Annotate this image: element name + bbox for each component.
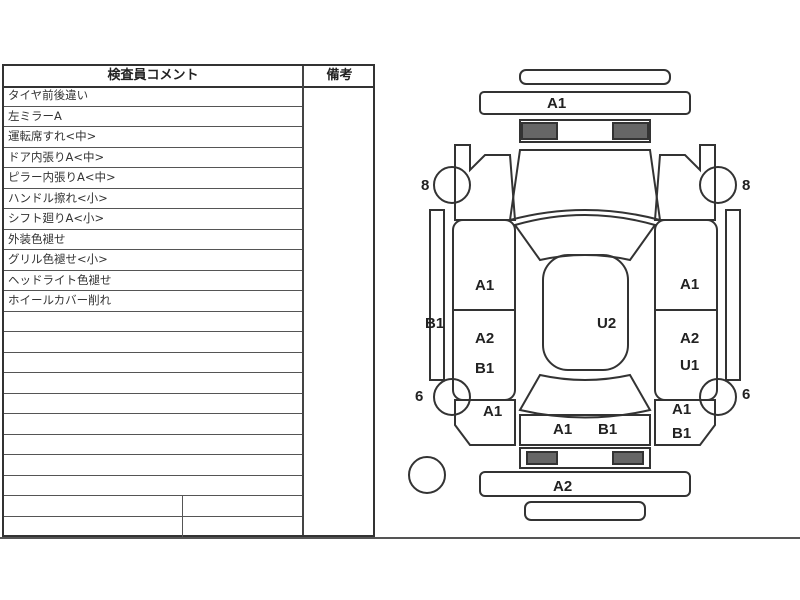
right-taillight [612, 451, 644, 465]
trunk [519, 414, 651, 446]
comment-row [4, 312, 302, 332]
left-headlight [521, 122, 558, 140]
spare-tire [408, 456, 446, 494]
label-roof: U2 [597, 315, 616, 332]
label-front-bumper: A1 [547, 95, 566, 112]
left-taillight [526, 451, 558, 465]
comment-row [4, 394, 302, 414]
label-tire-rear-right: 6 [742, 386, 750, 403]
comment-row [4, 517, 302, 538]
label-left-front-door: A2 [475, 330, 494, 347]
comment-row [4, 332, 302, 353]
comment-row: 左ミラーA [4, 107, 302, 127]
roof [542, 254, 629, 371]
label-trunk-right: B1 [598, 421, 617, 438]
left-front-fender [454, 144, 517, 221]
tire-rear-right [699, 378, 737, 416]
label-rear-bumper: A2 [553, 478, 572, 495]
right-front-fender [653, 144, 716, 221]
right-rear-fender [654, 399, 716, 446]
sheet-bottom-border [0, 537, 800, 539]
label-right-rear-door: U1 [680, 357, 699, 374]
comment-row [4, 455, 302, 476]
rear-window [518, 373, 652, 419]
remarks-header: 備考 [304, 66, 375, 88]
comment-header: 検査員コメント [4, 66, 302, 88]
rear-bumper-bottom [524, 501, 646, 521]
label-right-front-door: A2 [680, 330, 699, 347]
car-damage-diagram: A1 8 8 A1 A1 B1 U2 A2 A2 B1 U1 6 6 A1 A1… [408, 69, 750, 521]
comment-row [4, 353, 302, 373]
comment-row: ホイールカバー削れ [4, 291, 302, 312]
label-tire-front-right: 8 [742, 177, 750, 194]
comment-row: ピラー内張りA<中> [4, 168, 302, 189]
row-split-divider [182, 496, 183, 537]
windshield [513, 214, 657, 262]
tire-front-right [699, 166, 737, 204]
right-headlight [612, 122, 649, 140]
comment-row [4, 414, 302, 435]
left-rear-fender [454, 399, 516, 446]
comment-row: 外装色褪せ [4, 230, 302, 250]
tire-rear-left [433, 378, 471, 416]
column-divider [302, 66, 304, 535]
comment-row: タイヤ前後違い [4, 86, 302, 107]
label-tire-rear-left: 6 [415, 388, 423, 405]
label-left-rear-door: B1 [475, 360, 494, 377]
label-left-rear-fender: A1 [483, 403, 502, 420]
label-tire-front-left: 8 [421, 177, 429, 194]
comment-row [4, 496, 302, 517]
comment-row: 運転席すれ<中> [4, 127, 302, 148]
hood [508, 149, 662, 222]
comment-row: グリル色褪せ<小> [4, 250, 302, 271]
front-bumper [479, 91, 691, 115]
tire-front-left [433, 166, 471, 204]
comment-row [4, 476, 302, 496]
label-right-rear-quarter: B1 [672, 425, 691, 442]
comment-row [4, 435, 302, 455]
comment-row: ヘッドライト色褪せ [4, 271, 302, 291]
label-right-rear-fender: A1 [672, 401, 691, 418]
rear-bumper [479, 471, 691, 497]
label-left-sill: B1 [425, 315, 444, 332]
comment-row: ハンドル擦れ<小> [4, 189, 302, 209]
label-left-front-fender: A1 [475, 277, 494, 294]
comment-row [4, 373, 302, 394]
right-sill [725, 209, 741, 381]
label-right-front-fender: A1 [680, 276, 699, 293]
left-sill [429, 209, 445, 381]
comment-row: シフト廻りA<小> [4, 209, 302, 230]
front-bumper-top [519, 69, 671, 85]
comment-row: ドア内張りA<中> [4, 148, 302, 168]
taillights [519, 447, 651, 469]
label-trunk-left: A1 [553, 421, 572, 438]
headlights [519, 119, 651, 143]
